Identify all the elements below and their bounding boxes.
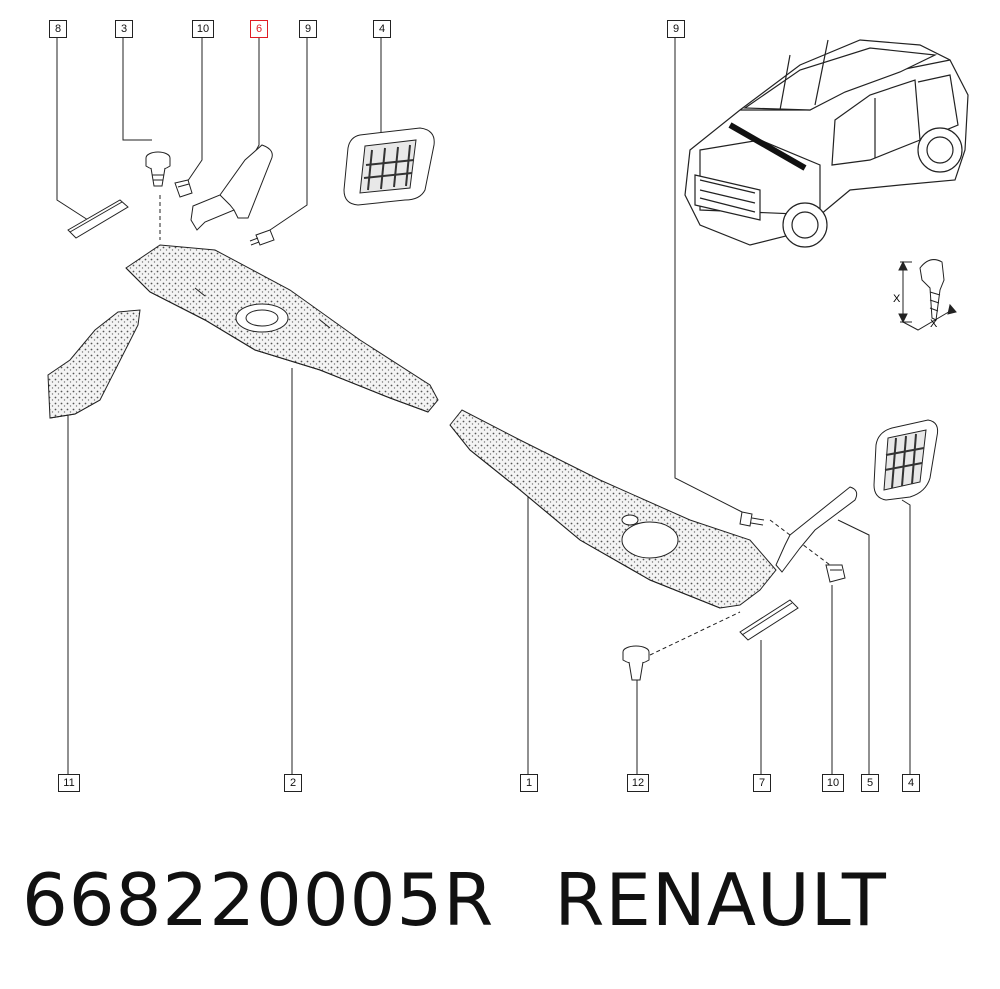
part-number: 668220005R	[22, 858, 495, 942]
part-9-screw-top	[249, 229, 275, 246]
part-8-seal-strip	[67, 199, 129, 239]
callout-7: 7	[753, 774, 771, 792]
vehicle-illustration	[684, 39, 969, 248]
part-5-bracket	[775, 486, 858, 573]
callout-10: 10	[192, 20, 214, 38]
part-6-bracket	[190, 144, 273, 231]
part-10-clip-right	[825, 564, 846, 583]
part-caption: 668220005R RENAULT	[22, 858, 887, 942]
callout-3: 3	[115, 20, 133, 38]
dimension-label-x-vertical: X	[893, 293, 901, 305]
part-4-grille-top	[343, 127, 435, 206]
callout-4: 4	[373, 20, 391, 38]
leader-lines	[56, 37, 911, 775]
callout-8: 8	[49, 20, 67, 38]
callout-4-right: 4	[902, 774, 920, 792]
callout-12: 12	[627, 774, 649, 792]
dimension-label-x-horizontal: X	[930, 318, 938, 330]
part-2-left-cowl	[125, 244, 439, 413]
part-12-clip	[622, 645, 650, 681]
callout-9-right: 9	[667, 20, 685, 38]
callout-10-right: 10	[822, 774, 844, 792]
part-1-right-cowl	[449, 409, 777, 609]
callout-1: 1	[520, 774, 538, 792]
callout-5: 5	[861, 774, 879, 792]
dimension-sketch	[898, 259, 957, 331]
part-11-side-panel	[47, 309, 141, 419]
part-3-clip	[145, 151, 171, 187]
part-4-grille-right	[873, 419, 939, 501]
callout-2: 2	[284, 774, 302, 792]
callout-11: 11	[58, 774, 80, 792]
part-7-seal-strip	[739, 599, 799, 641]
brand-name: RENAULT	[554, 858, 887, 942]
callout-6-highlighted: 6	[250, 20, 268, 38]
part-10-clip-top	[174, 179, 193, 198]
part-9-screw-right	[739, 511, 765, 527]
callout-9: 9	[299, 20, 317, 38]
